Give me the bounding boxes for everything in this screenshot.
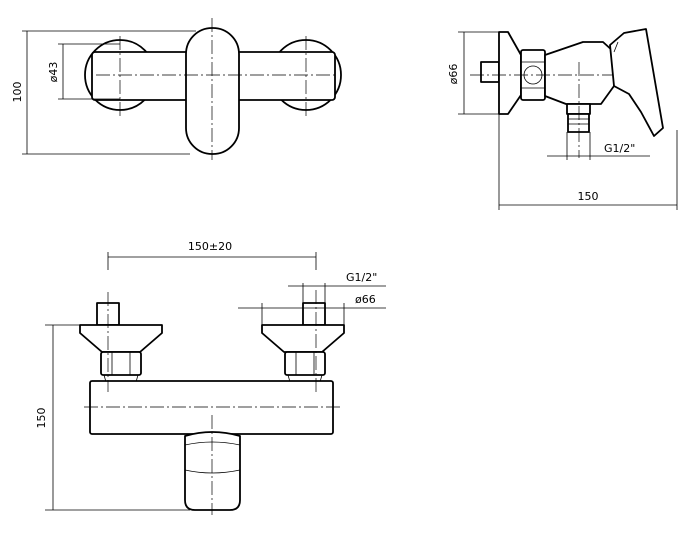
flange-cone bbox=[498, 31, 522, 115]
dimension-height-100: 100 bbox=[11, 30, 196, 155]
right-hex-nut bbox=[284, 351, 326, 376]
dim-height-150-label: 150 bbox=[35, 408, 48, 429]
right-inlet-stub bbox=[302, 302, 326, 326]
dimension-spacing: 150±20 bbox=[107, 240, 317, 270]
dim-thread-label-side: G1/2" bbox=[604, 142, 635, 155]
dimension-thread-plan: G1/2" bbox=[288, 271, 386, 303]
dim-thread-label-plan: G1/2" bbox=[346, 271, 377, 284]
side-view: ø66 G1/2" 150 bbox=[447, 28, 678, 210]
dim-diameter-43-label: ø43 bbox=[47, 62, 60, 83]
left-hex-nut bbox=[100, 351, 142, 376]
dimension-thread-g12: G1/2" bbox=[547, 132, 650, 160]
outlet-spout bbox=[566, 103, 591, 115]
lever-handle bbox=[185, 27, 240, 155]
dim-spacing-label: 150±20 bbox=[188, 240, 232, 253]
dim-diameter-66-label: ø66 bbox=[447, 64, 460, 85]
dimension-diameter-43: ø43 bbox=[47, 43, 120, 100]
dim-depth-label: 150 bbox=[578, 190, 599, 203]
front-view: 100 ø43 bbox=[11, 18, 342, 160]
cartridge-body bbox=[544, 41, 615, 105]
dimension-height-150: 150 bbox=[35, 324, 190, 511]
inlet-stub bbox=[480, 61, 500, 83]
dim-diameter-label-plan: ø66 bbox=[355, 293, 376, 306]
dimension-depth-150: 150 bbox=[498, 114, 678, 210]
dim-height-label: 100 bbox=[11, 82, 24, 103]
lever-profile bbox=[609, 28, 664, 137]
mixer-body-plan bbox=[89, 380, 334, 435]
left-flange bbox=[79, 324, 163, 353]
dimension-diameter-plan: ø66 bbox=[238, 293, 386, 325]
top-view: 150±20 G1/2" ø66 150 bbox=[35, 240, 386, 515]
dimension-diameter-66: ø66 bbox=[447, 31, 506, 115]
right-flange bbox=[261, 324, 345, 353]
lever-handle-plan bbox=[184, 431, 241, 511]
